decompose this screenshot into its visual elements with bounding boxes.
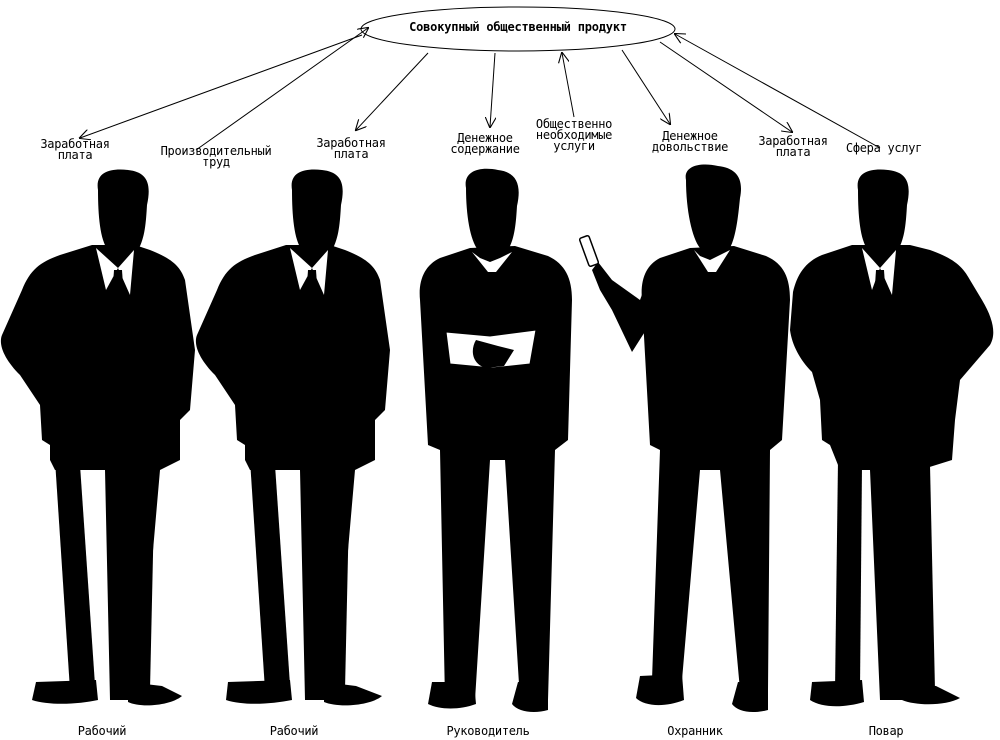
arrow-flow-6 <box>621 49 670 124</box>
arrow-flow-8 <box>675 34 881 149</box>
flow-label-2: Производительный труд <box>160 144 272 169</box>
flow-label-5: Общественно необходимые услуги <box>535 117 613 153</box>
flow-label-4: Денежное содержание <box>450 131 520 156</box>
role-label-1: Рабочий <box>77 724 127 738</box>
role-label-3: Руководитель <box>446 724 530 738</box>
role-label-2: Рабочий <box>269 724 319 738</box>
role-label-5: Повар <box>868 724 904 738</box>
flow-label-6: Денежное довольствие <box>651 129 729 154</box>
person-guard <box>592 164 790 712</box>
arrow-flow-4 <box>490 52 495 127</box>
person-worker-1 <box>0 169 196 706</box>
flow-label-8: Сфера услуг <box>845 141 923 155</box>
flow-label-7: Заработная плата <box>758 134 828 159</box>
arrow-flow-5 <box>562 53 575 118</box>
flow-label-1: Заработная плата <box>40 137 110 162</box>
person-worker-2 <box>195 169 390 706</box>
person-cook <box>790 169 994 707</box>
arrow-flow-7 <box>659 41 792 132</box>
person-manager <box>419 168 572 712</box>
product-title: Совокупный общественный продукт <box>409 20 627 34</box>
role-label-4: Охранник <box>667 724 723 738</box>
arrow-flow-2 <box>195 28 368 151</box>
arrow-flow-3 <box>356 52 429 130</box>
flow-label-3: Заработная плата <box>316 136 386 161</box>
arrow-flow-1 <box>80 34 363 138</box>
